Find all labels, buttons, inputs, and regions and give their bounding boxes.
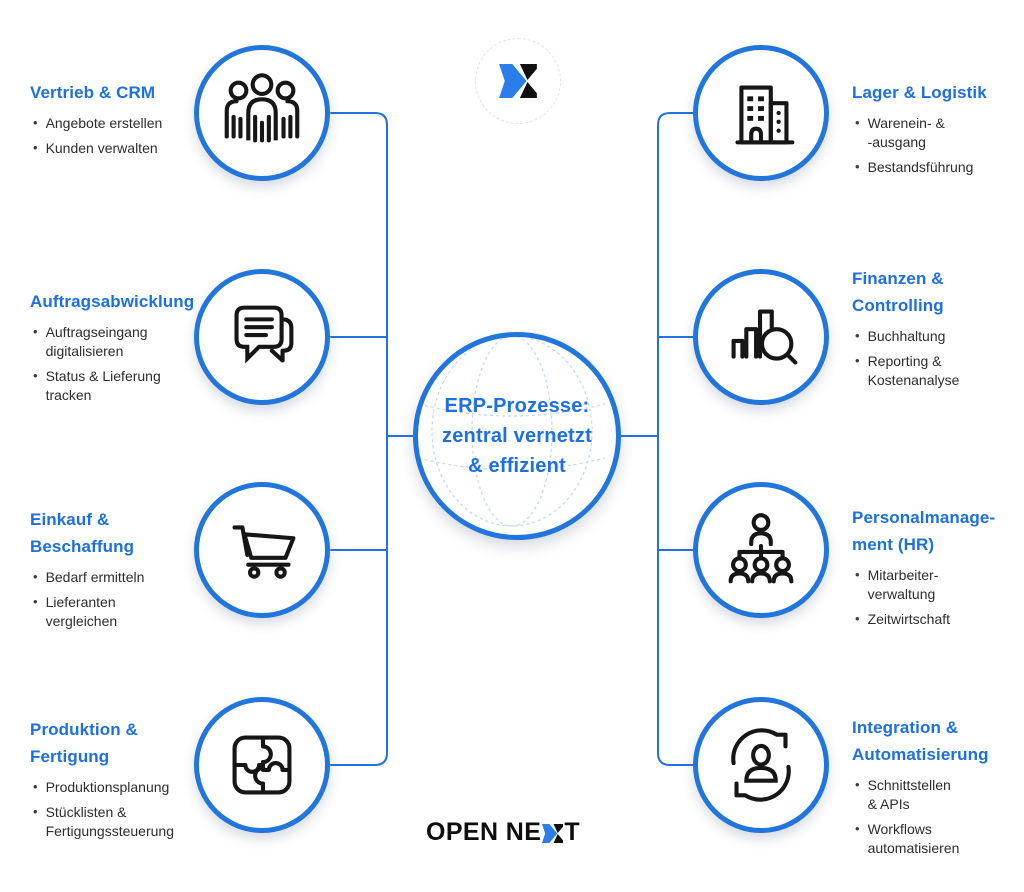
cart-icon xyxy=(232,525,296,579)
bullet-item: Schnittstellen & APIs xyxy=(852,776,1012,814)
bullet-item: Workflows automatisieren xyxy=(852,820,1012,858)
bullet-list: Produktionsplanung Stücklisten & Fertigu… xyxy=(30,778,216,841)
bullet-item: Auftragseingang digitalisieren xyxy=(30,323,216,361)
bullet-item: Reporting & Kostenanalyse xyxy=(852,352,1012,390)
bullet-item: Kunden verwalten xyxy=(30,139,216,158)
lager-logistik-circle xyxy=(693,45,829,181)
bullet-item: Stücklisten & Fertigungssteuerung xyxy=(30,803,216,841)
personalmanagement-label: Personalmanage- ment (HR) Mitarbeiter- v… xyxy=(852,504,1012,635)
warehouse-icon xyxy=(735,85,795,145)
wordmark-x-icon xyxy=(542,823,564,843)
auftragsabwicklung-circle xyxy=(194,269,330,405)
bullet-item: Angebote erstellen xyxy=(30,114,216,133)
bullet-item: Bedarf ermitteln xyxy=(30,568,216,587)
bullet-list: Auftragseingang digitalisieren Status & … xyxy=(30,323,216,405)
bullet-list: Schnittstellen & APIs Workflows automati… xyxy=(852,776,1012,858)
orgchart-icon xyxy=(728,513,794,584)
bullet-item: Zeitwirtschaft xyxy=(852,610,1012,629)
center-title: ERP-Prozesse: zentral vernetzt & effizie… xyxy=(442,395,592,477)
bullet-list: Bedarf ermitteln Lieferanten vergleichen xyxy=(30,568,216,631)
node-title: Vertrieb & CRM xyxy=(30,83,156,102)
finance-chart-icon xyxy=(731,309,798,365)
sync-user-icon xyxy=(731,728,791,802)
finanzen-controlling-circle xyxy=(693,269,829,405)
einkauf-beschaffung-circle xyxy=(194,482,330,618)
team-icon xyxy=(224,73,300,143)
finanzen-controlling-label: Finanzen & Controlling Buchhaltung Repor… xyxy=(852,265,1012,396)
chat-icon xyxy=(234,305,294,364)
wordmark-text-right: T xyxy=(564,818,580,846)
node-title: Auftragsabwicklung xyxy=(30,292,195,311)
bullet-list: Angebote erstellen Kunden verwalten xyxy=(30,114,216,158)
open-next-wordmark: OPEN NE T xyxy=(426,818,580,847)
bullet-list: Buchhaltung Reporting & Kostenanalyse xyxy=(852,327,1012,390)
wordmark-text-left: OPEN NE xyxy=(426,818,542,846)
bullet-item: Bestandsführung xyxy=(852,158,1012,177)
produktion-fertigung-circle xyxy=(194,697,330,833)
lager-logistik-label: Lager & Logistik Warenein- & -ausgang Be… xyxy=(852,79,1012,183)
node-title: Integration & Automatisierung xyxy=(852,718,989,765)
vertrieb-crm-label: Vertrieb & CRM Angebote erstellen Kunden… xyxy=(30,79,216,164)
vertrieb-crm-circle xyxy=(194,45,330,181)
integration-circle xyxy=(693,697,829,833)
personalmanagement-circle xyxy=(693,482,829,618)
bullet-item: Buchhaltung xyxy=(852,327,1012,346)
node-title: Einkauf & Beschaffung xyxy=(30,510,135,557)
auftragsabwicklung-label: Auftragsabwicklung Auftragseingang digit… xyxy=(30,288,216,411)
einkauf-beschaffung-label: Einkauf & Beschaffung Bedarf ermitteln L… xyxy=(30,506,216,637)
bullet-item: Lieferanten vergleichen xyxy=(30,593,216,631)
bullet-item: Status & Lieferung tracken xyxy=(30,367,216,405)
erp-center-node: ERP-Prozesse: zentral vernetzt & effizie… xyxy=(413,332,621,540)
bullet-item: Warenein- & -ausgang xyxy=(852,114,1012,152)
bullet-item: Mitarbeiter- verwaltung xyxy=(852,566,1012,604)
produktion-fertigung-label: Produktion & Fertigung Produktionsplanun… xyxy=(30,716,216,847)
bullet-item: Produktionsplanung xyxy=(30,778,216,797)
node-title: Produktion & Fertigung xyxy=(30,720,138,767)
open-next-logo-badge xyxy=(475,38,561,124)
globe-grid-icon xyxy=(418,337,606,527)
integration-label: Integration & Automatisierung Schnittste… xyxy=(852,714,1012,865)
bullet-list: Mitarbeiter- verwaltung Zeitwirtschaft xyxy=(852,566,1012,629)
node-title: Lager & Logistik xyxy=(852,83,987,102)
open-next-x-icon xyxy=(499,64,537,98)
node-title: Finanzen & Controlling xyxy=(852,269,944,316)
bullet-list: Warenein- & -ausgang Bestandsführung xyxy=(852,114,1012,177)
node-title: Personalmanage- ment (HR) xyxy=(852,508,996,555)
puzzle-icon xyxy=(232,735,292,795)
